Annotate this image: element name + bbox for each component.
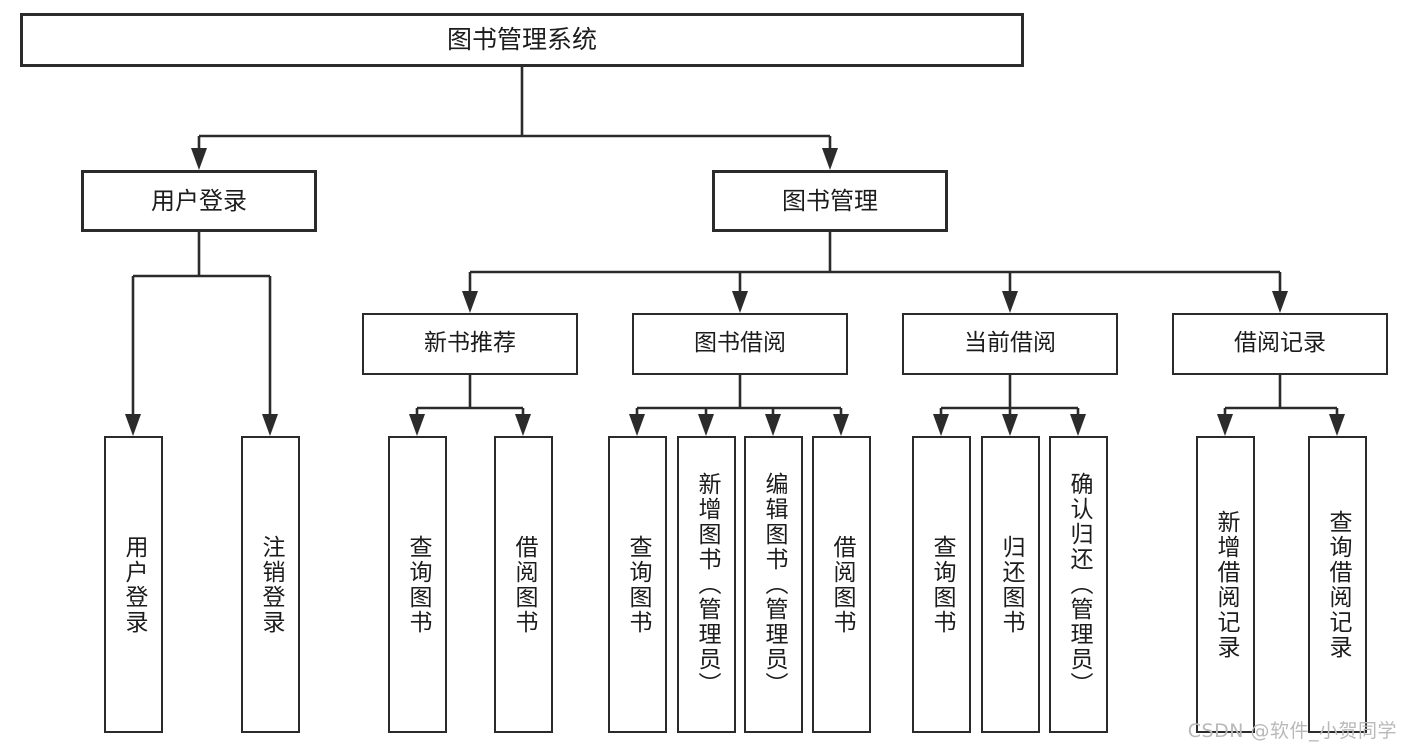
leaf-nbr-query-book[interactable]: 查询图书 xyxy=(388,436,447,733)
node-new-book-recommend[interactable]: 新书推荐 xyxy=(362,313,578,375)
arrow-leaf-logout xyxy=(262,414,278,436)
leaf-nbr-borrow-book-label: 借阅图书 xyxy=(511,534,537,635)
node-new-book-recommend-label: 新书推荐 xyxy=(424,330,516,357)
node-root-label: 图书管理系统 xyxy=(446,25,597,54)
leaf-bb-query-book-label: 查询图书 xyxy=(625,534,651,635)
node-book-management[interactable]: 图书管理 xyxy=(712,170,948,232)
leaf-br-query-record-label: 查询借阅记录 xyxy=(1325,509,1351,660)
arrow-nbr-leaf2 xyxy=(515,414,531,436)
leaf-cb-query-book-label: 查询图书 xyxy=(929,534,955,635)
arrow-bb-leaf2 xyxy=(698,414,714,436)
arrow-nbr-leaf1 xyxy=(409,414,425,436)
leaf-logout-label: 注销登录 xyxy=(258,534,284,635)
leaf-bb-add-book-label: 新增图书（管理员） xyxy=(694,472,720,697)
node-borrow-record-label: 借阅记录 xyxy=(1234,330,1326,357)
arrow-br-leaf1 xyxy=(1217,414,1233,436)
leaf-bb-edit-book-label: 编辑图书（管理员） xyxy=(761,472,787,697)
arrow-borrow-record xyxy=(1272,291,1288,313)
arrow-cb-leaf2 xyxy=(1002,414,1018,436)
csdn-watermark: CSDN @软件_小贺同学 xyxy=(1187,720,1397,742)
leaf-bb-borrow-book-label: 借阅图书 xyxy=(829,534,855,635)
arrow-cb-leaf3 xyxy=(1070,414,1086,436)
arrow-user-login xyxy=(191,148,207,170)
node-current-borrow[interactable]: 当前借阅 xyxy=(902,313,1118,375)
node-book-borrow-label: 图书借阅 xyxy=(694,330,786,357)
node-borrow-record[interactable]: 借阅记录 xyxy=(1172,313,1388,375)
node-book-management-label: 图书管理 xyxy=(782,186,878,215)
leaf-cb-query-book[interactable]: 查询图书 xyxy=(912,436,971,733)
leaf-logout[interactable]: 注销登录 xyxy=(241,436,300,733)
leaf-user-login[interactable]: 用户登录 xyxy=(104,436,163,733)
leaf-bb-query-book[interactable]: 查询图书 xyxy=(608,436,667,733)
arrow-br-leaf2 xyxy=(1329,414,1345,436)
leaf-bb-add-book[interactable]: 新增图书（管理员） xyxy=(677,436,736,733)
arrow-new-book-rec xyxy=(462,291,478,313)
leaf-nbr-borrow-book[interactable]: 借阅图书 xyxy=(494,436,553,733)
arrow-current-borrow xyxy=(1002,291,1018,313)
leaf-cb-confirm-return[interactable]: 确认归还（管理员） xyxy=(1049,436,1108,733)
leaf-br-add-record[interactable]: 新增借阅记录 xyxy=(1196,436,1255,733)
leaf-bb-edit-book[interactable]: 编辑图书（管理员） xyxy=(744,436,803,733)
arrow-bb-leaf4 xyxy=(833,414,849,436)
node-user-login-label: 用户登录 xyxy=(151,186,247,215)
arrow-leaf-user-login xyxy=(125,414,141,436)
leaf-cb-return-book-label: 归还图书 xyxy=(998,534,1024,635)
leaf-user-login-label: 用户登录 xyxy=(121,534,147,635)
leaf-br-add-record-label: 新增借阅记录 xyxy=(1213,509,1239,660)
arrow-cb-leaf1 xyxy=(933,414,949,436)
arrow-bb-leaf1 xyxy=(629,414,645,436)
leaf-br-query-record[interactable]: 查询借阅记录 xyxy=(1308,436,1367,733)
leaf-cb-confirm-return-label: 确认归还（管理员） xyxy=(1066,472,1092,697)
arrow-book-borrow xyxy=(732,291,748,313)
node-book-borrow[interactable]: 图书借阅 xyxy=(632,313,848,375)
node-current-borrow-label: 当前借阅 xyxy=(964,330,1056,357)
node-root[interactable]: 图书管理系统 xyxy=(20,13,1024,67)
arrow-bb-leaf3 xyxy=(765,414,781,436)
leaf-bb-borrow-book[interactable]: 借阅图书 xyxy=(812,436,871,733)
node-user-login[interactable]: 用户登录 xyxy=(81,170,317,232)
leaf-cb-return-book[interactable]: 归还图书 xyxy=(981,436,1040,733)
leaf-nbr-query-book-label: 查询图书 xyxy=(405,534,431,635)
arrow-book-mgmt xyxy=(822,148,838,170)
